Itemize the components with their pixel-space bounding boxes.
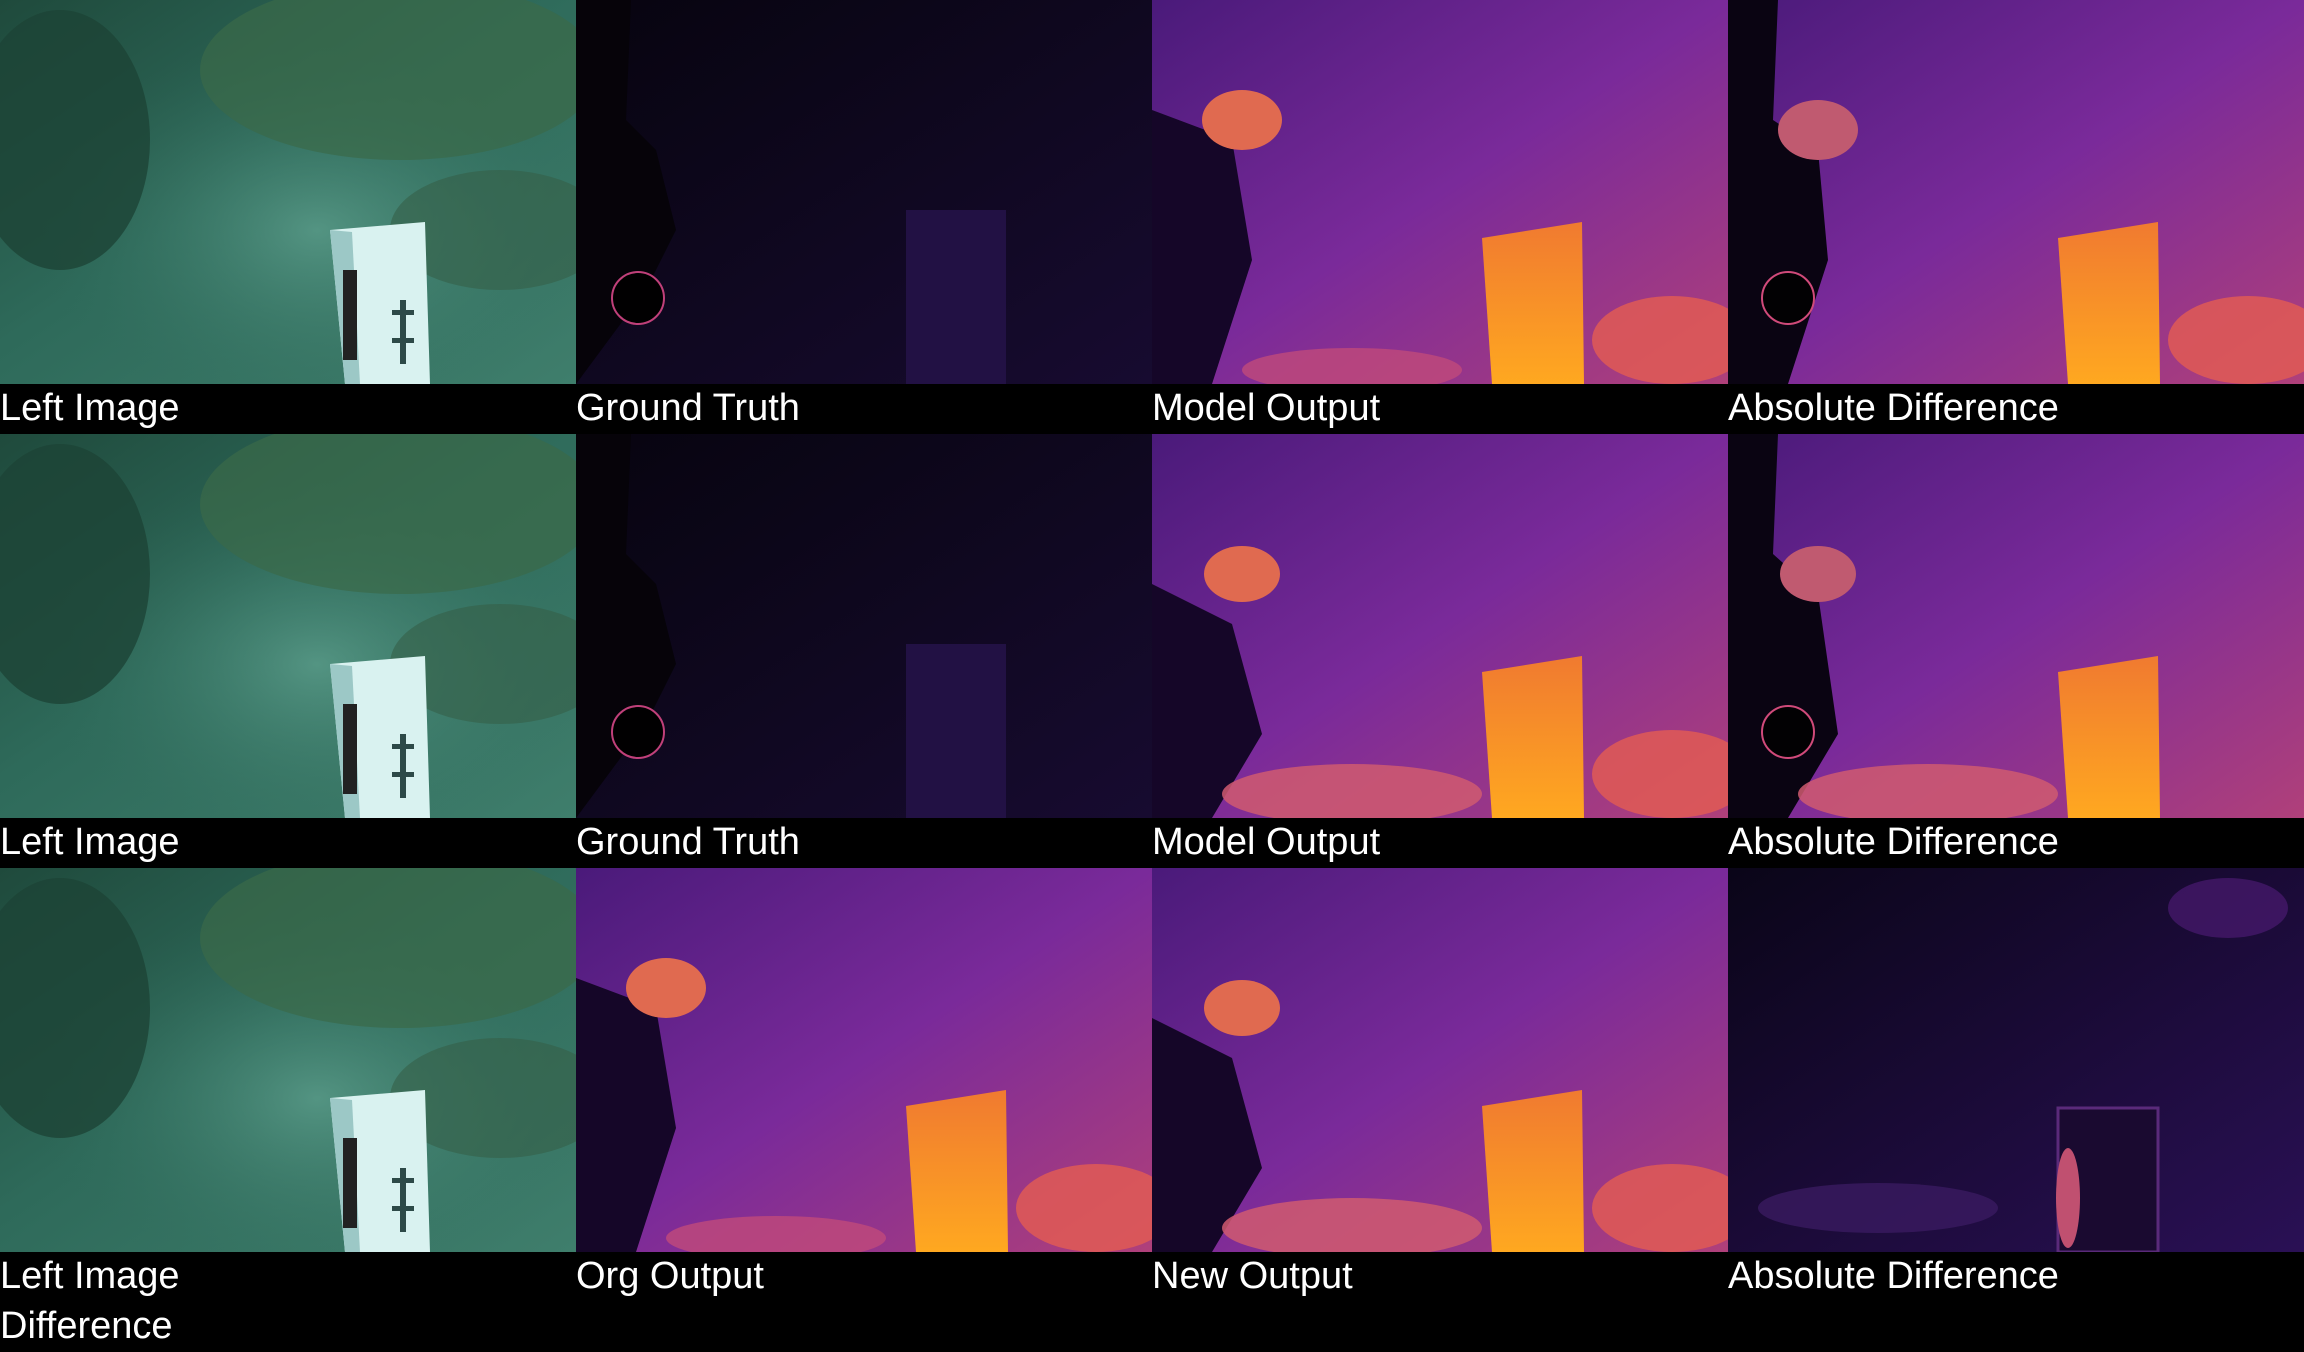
ground-truth-1 (576, 0, 1152, 384)
left-image-2 (0, 434, 576, 818)
new-output-label: New Output (1152, 1255, 1353, 1297)
left-image-1 (0, 0, 576, 384)
new-output (1152, 868, 1728, 1252)
row2-left-image-label: Left Image (0, 821, 180, 863)
row1-left-image-label: Left Image (0, 387, 180, 429)
row1-ground-truth-label: Ground Truth (576, 387, 800, 429)
org-output-label: Org Output (576, 1255, 764, 1297)
footer-difference-label: Difference (0, 1305, 173, 1347)
left-image-3 (0, 868, 576, 1252)
row2-ground-truth-label: Ground Truth (576, 821, 800, 863)
row1-absolute-difference-label: Absolute Difference (1728, 387, 2059, 429)
absolute-difference-1 (1728, 0, 2304, 384)
row1-model-output-label: Model Output (1152, 387, 1381, 429)
row2-absolute-difference-label: Absolute Difference (1728, 821, 2059, 863)
row3-absolute-difference-label: Absolute Difference (1728, 1255, 2059, 1297)
org-output (576, 868, 1152, 1252)
row2-model-output-label: Model Output (1152, 821, 1381, 863)
model-output-1 (1152, 0, 1728, 384)
model-output-2 (1152, 434, 1728, 818)
absolute-difference-3 (1728, 868, 2304, 1252)
absolute-difference-2 (1728, 434, 2304, 818)
row3-left-image-label: Left Image (0, 1255, 180, 1297)
ground-truth-2 (576, 434, 1152, 818)
